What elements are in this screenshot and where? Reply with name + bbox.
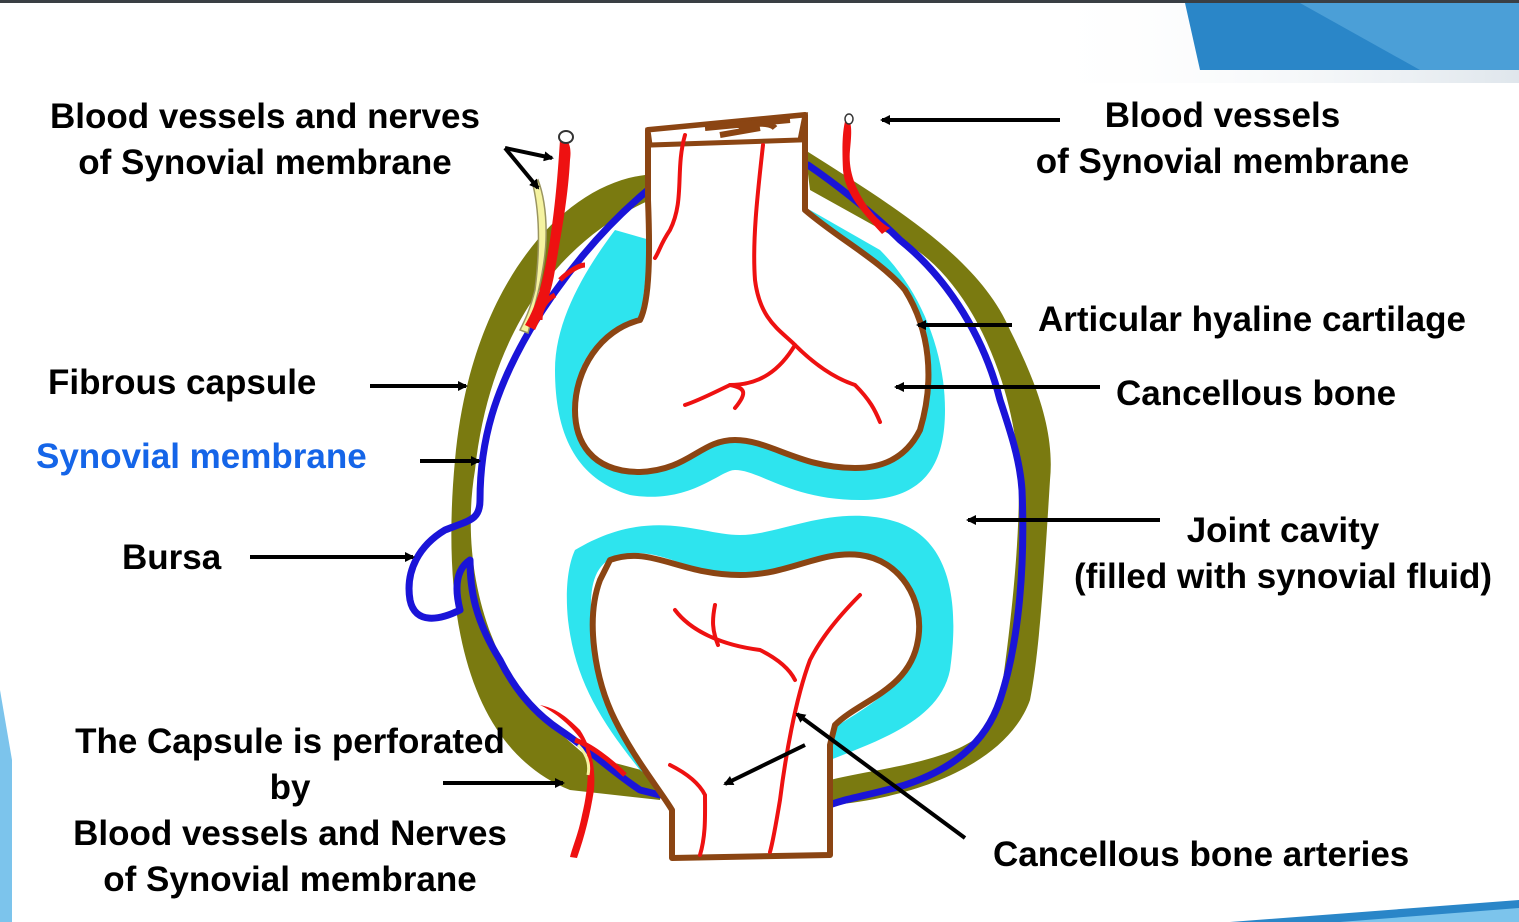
vessel-upper-right [842,118,890,234]
arrow-bv-nerves-1 [504,146,554,162]
upper-bone-cut-surface [704,117,791,138]
vessel-upper-left [525,139,571,330]
arrow-cancellous-arteries-2 [795,712,967,840]
external-vessels [518,113,890,858]
lower-bone-outline [589,551,923,861]
label-bv-synovial-line-1: Blood vessels [1104,96,1341,135]
label-bv-nerves-synovial: Blood vessels and nerves of Synovial mem… [30,94,500,186]
arrow-cancellous-arteries-1 [723,743,806,786]
label-bursa: Bursa [122,538,222,577]
synovial-membrane [405,161,1027,809]
label-bv-synovial: Blood vessels of Synovial membrane [1010,93,1435,185]
label-joint-cavity-line-2: (filled with synovial fluid) [1073,557,1493,596]
label-joint-cavity-line-1: Joint cavity [1186,511,1380,550]
label-cancellous-arteries: Cancellous bone arteries [993,835,1410,874]
label-bv-synovial-line-2: of Synovial membrane [1035,142,1410,181]
label-cancellous-bone: Cancellous bone [1116,374,1397,413]
fibrous-capsule [451,150,1051,805]
upper-bone-outline [572,112,932,475]
label-capsule-perforated-line-1: The Capsule is perforated [75,722,505,761]
label-fibrous-capsule: Fibrous capsule [48,363,317,402]
bone-arteries [653,133,882,857]
label-capsule-perforated-line-2: by [269,768,311,807]
label-capsule-perforated: The Capsule is perforated by Blood vesse… [40,719,540,903]
label-bv-nerves-line-1: Blood vessels and nerves [50,97,480,136]
label-capsule-perforated-line-3: Blood vessels and Nerves [73,814,507,853]
pointer-arrows [250,115,1160,840]
vessel-upper-left-opening [558,130,574,144]
nerve-upper-left [518,178,547,334]
arrow-bv-nerves-2 [503,146,540,190]
label-capsule-perforated-line-4: of Synovial membrane [103,860,477,899]
label-joint-cavity: Joint cavity (filled with synovial fluid… [1050,508,1516,600]
label-articular-cartilage: Articular hyaline cartilage [1038,300,1466,339]
label-synovial-membrane: Synovial membrane [36,437,367,476]
vessel-upper-right-opening [844,113,854,125]
label-bv-nerves-line-2: of Synovial membrane [78,143,452,182]
lower-articular-cartilage [566,515,954,790]
